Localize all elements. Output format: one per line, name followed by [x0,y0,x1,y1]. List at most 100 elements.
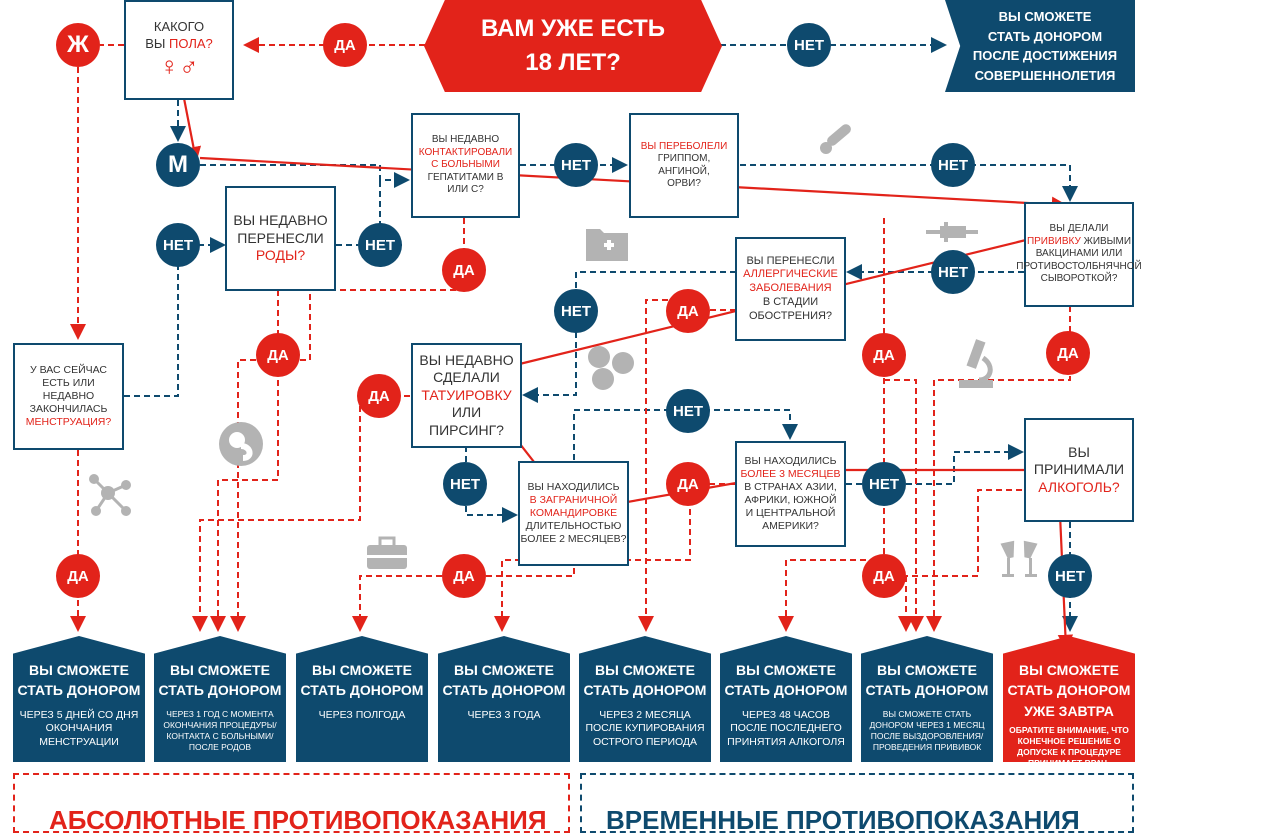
result-title-line2: СТАТЬ ДОНОРОМ [158,682,282,699]
yes-circle-age: ДА [323,23,367,67]
no-circle-hepatitis: НЕТ [554,143,598,187]
menstruation-l2: ЕСТЬ ИЛИ [42,376,95,389]
tattoo-l1: ВЫ НЕДАВНО [419,351,514,368]
adult-age-line1: ВЫ СМОЖЕТЕ [998,9,1092,24]
alcohol-question: ВЫ ПРИНИМАЛИ АЛКОГОЛЬ? [1024,418,1134,522]
no-circle-alcohol: НЕТ [1048,554,1092,598]
allergy-l2: АЛЛЕРГИЧЕСКИЕ [743,268,838,281]
allergy-question: ВЫ ПЕРЕНЕСЛИ АЛЛЕРГИЧЕСКИЕ ЗАБОЛЕВАНИЯ В… [735,237,846,341]
adult-age-result: ВЫ СМОЖЕТЕ СТАТЬ ДОНОРОМ ПОСЛЕ ДОСТИЖЕНИ… [945,0,1135,92]
trip-question: ВЫ НАХОДИЛИСЬ В ЗАГРАНИЧНОЙ КОМАНДИРОВКЕ… [518,461,629,566]
result-subtitle: ЧЕРЕЗ 2 МЕСЯЦА ПОСЛЕ КУПИРОВАНИЯ ОСТРОГО… [585,708,705,748]
hepatitis-l4: ГЕПАТИТАМИ В [427,171,504,183]
result-title-line1: ВЫ СМОЖЕТЕ [1019,662,1119,678]
result-three-years: ВЫ СМОЖЕТЕ СТАТЬ ДОНОРОМ ЧЕРЕЗ 3 ГОДА [438,636,570,762]
menstruation-l4: ЗАКОНЧИЛАСЬ [29,403,108,416]
female-circle: Ж [56,23,100,67]
tattoo-l4: ИЛИ ПИРСИНГ? [429,404,504,438]
result-title-line2: СТАТЬ ДОНОРОМ [17,682,141,699]
gender-line2a: ВЫ [145,35,170,51]
result-one-year: ВЫ СМОЖЕТЕ СТАТЬ ДОНОРОМ ЧЕРЕЗ 1 ГОД С МО… [154,636,286,762]
hepatitis-question: ВЫ НЕДАВНО КОНТАКТИРОВАЛИ С БОЛЬНЫМИ ГЕП… [411,113,520,218]
alcohol-l1: ВЫ ПРИНИМАЛИ [1033,443,1125,478]
flu-question: ВЫ ПЕРЕБОЛЕЛИ ГРИППОМ, АНГИНОЙ, ОРВИ? [629,113,739,218]
vaccine-l4: ПРОТИВОСТОЛБНЯЧНОЙ [1016,260,1142,272]
result-title-line2: СТАТЬ ДОНОРОМ [442,682,566,699]
age-question-line1: ВАМ УЖЕ ЕСТЬ [480,15,666,43]
allergy-l3: ЗАБОЛЕВАНИЯ [749,282,832,295]
result-subtitle: ЧЕРЕЗ 1 ГОД С МОМЕНТА ОКОНЧАНИЯ ПРОЦЕДУР… [163,708,277,752]
thermometer-icon [820,124,851,154]
cells-icon [588,346,634,390]
temporary-contraindications-panel: ВРЕМЕННЫЕ ПРОТИВОПОКАЗАНИЯ [580,773,1134,835]
regions-l6: АМЕРИКИ? [762,520,819,533]
result-title-line1: ВЫ СМОЖЕТЕ [29,662,129,678]
result-title-line2: СТАТЬ ДОНОРОМ [724,682,848,699]
yes-circle-hepatitis: ДА [442,248,486,292]
yes-circle-trip: ДА [442,554,486,598]
regions-l5: И ЦЕНТРАЛЬНОЙ [745,507,836,520]
yes-circle-vaccine: ДА [1046,331,1090,375]
hepatitis-l5: ИЛИ С? [447,184,484,196]
result-title-line1: ВЫ СМОЖЕТЕ [170,662,270,678]
result-subtitle: ВЫ СМОЖЕТЕ СТАТЬ ДОНОРОМ ЧЕРЕЗ 1 МЕСЯЦ П… [869,708,985,752]
folder-medical-icon [586,229,628,261]
tattoo-l2: СДЕЛАЛИ [433,369,500,386]
syringe-icon [926,222,978,242]
menstruation-question: У ВАС СЕЙЧАС ЕСТЬ ИЛИ НЕДАВНО ЗАКОНЧИЛАС… [13,343,124,450]
yes-circle-alcohol: ДА [862,554,906,598]
allergy-l1: ВЫ ПЕРЕНЕСЛИ [746,254,835,267]
regions-l4: АФРИКИ, ЮЖНОЙ [744,494,837,506]
yes-circle-allergy: ДА [666,289,710,333]
regions-l2: БОЛЕЕ 3 МЕСЯЦЕВ [740,467,841,480]
microscope-icon [959,339,993,388]
yes-circle-menstruation: ДА [56,554,100,598]
result-subtitle: ЧЕРЕЗ ПОЛГОДА [318,708,406,721]
adult-age-line4: СОВЕРШЕННОЛЕТИЯ [974,67,1116,83]
no-circle-vaccine: НЕТ [931,250,975,294]
wine-glasses-icon [1000,540,1038,577]
birth-l3: РОДЫ? [255,247,306,264]
no-circle-menstruation: НЕТ [156,223,200,267]
birth-question: ВЫ НЕДАВНО ПЕРЕНЕСЛИ РОДЫ? [225,186,336,291]
trip-l4: ДЛИТЕЛЬНОСТЬЮ [525,520,622,533]
trip-l1: ВЫ НАХОДИЛИСЬ [527,480,620,493]
result-title-line1: ВЫ СМОЖЕТЕ [454,662,554,678]
result-title-line1: ВЫ СМОЖЕТЕ [877,662,977,678]
no-circle-birth: НЕТ [358,223,402,267]
birth-l1: ВЫ НЕДАВНО [233,212,328,229]
result-subtitle: ЧЕРЕЗ 48 ЧАСОВ ПОСЛЕ ПОСЛЕДНЕГО ПРИНЯТИЯ… [727,708,845,748]
no-circle-tattoo: НЕТ [443,462,487,506]
regions-l3: В СТРАНАХ АЗИИ, [744,480,837,493]
flu-l1: ВЫ ПЕРЕБОЛЕЛИ [640,140,728,152]
male-circle: М [156,143,200,187]
result-one-month: ВЫ СМОЖЕТЕ СТАТЬ ДОНОРОМ ВЫ СМОЖЕТЕ СТАТЬ… [861,636,993,762]
menstruation-l5: МЕНСТРУАЦИЯ? [25,416,112,429]
flu-l3: ОРВИ? [667,178,701,189]
absolute-contraindications-panel: АБСОЛЮТНЫЕ ПРОТИВОПОКАЗАНИЯ [13,773,570,835]
tattoo-question: ВЫ НЕДАВНО СДЕЛАЛИ ТАТУИРОВКУ ИЛИ ПИРСИН… [411,343,522,448]
trip-l5: БОЛЕЕ 2 МЕСЯЦЕВ? [520,533,627,546]
gender-symbols-icon: ♀♂ [159,50,199,81]
allergy-l5: ОБОСТРЕНИЯ? [748,309,833,322]
result-title-line2: СТАТЬ ДОНОРОМ [865,682,989,699]
yes-circle-flu: ДА [862,333,906,377]
fetus-icon [219,422,263,466]
gender-line1: КАКОГО [153,19,205,35]
no-circle-regions: НЕТ [862,462,906,506]
vaccine-l2a: ПРИВИВКУ [1026,235,1081,247]
trip-l3: КОМАНДИРОВКЕ [529,506,618,519]
menstruation-l1: У ВАС СЕЙЧАС [29,363,107,376]
vaccine-l1: ВЫ ДЕЛАЛИ [1049,223,1109,235]
no-circle-flu: НЕТ [931,143,975,187]
no-circle-age: НЕТ [787,23,831,67]
yes-circle-birth: ДА [256,333,300,377]
vaccine-l2b: ЖИВЫМИ [1080,235,1132,247]
trip-l2: В ЗАГРАНИЧНОЙ [529,493,618,506]
result-subtitle: ЧЕРЕЗ 3 ГОДА [467,708,541,721]
flu-l2: ГРИППОМ, АНГИНОЙ, [657,153,711,177]
yes-circle-tattoo: ДА [357,374,401,418]
